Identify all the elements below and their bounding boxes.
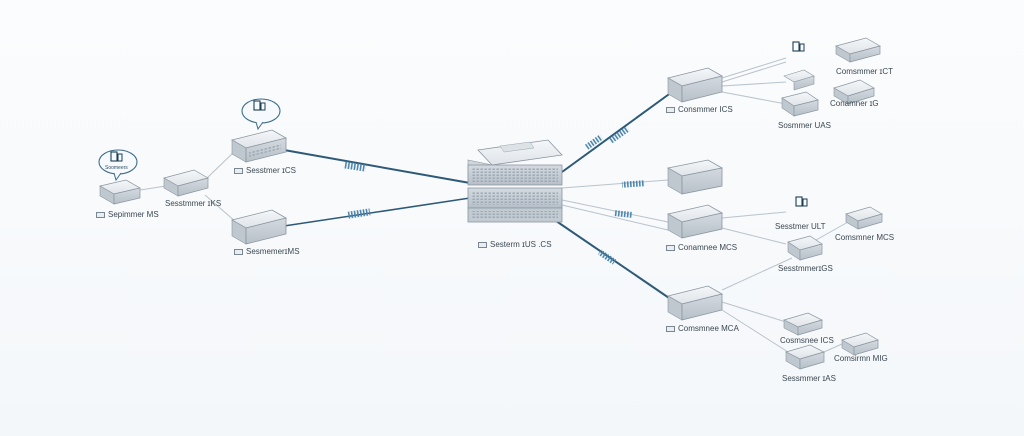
switch-mini-icon	[666, 325, 675, 332]
core-switch-label: Sesterm ɪUS .CS	[478, 240, 552, 249]
link-leafc-to-leafb	[815, 221, 849, 241]
right-mid-switch-b-label: Conamnee MCS	[666, 243, 737, 252]
cable-markers	[343, 126, 645, 265]
callout-bubble-left-far: Soomeers	[98, 149, 138, 182]
right-top-leaf-c-device	[781, 91, 819, 117]
link-core-to-mid-a	[561, 179, 669, 189]
link-low-to-leaf-a	[721, 301, 787, 323]
callout-text: Soomeers	[105, 165, 128, 171]
right-mid-leaf-c-device	[787, 235, 823, 261]
cable-marker	[347, 208, 371, 219]
right-top-small-device	[783, 69, 815, 91]
link-far-to-mid	[139, 185, 167, 191]
phone-icon	[110, 151, 118, 162]
phone-icon-top	[792, 41, 805, 52]
right-top-leaf-a-device	[835, 37, 881, 63]
link-core-to-right-top	[561, 91, 673, 173]
cable-marker	[597, 249, 617, 265]
link-leafc-to-leafb-low	[823, 343, 843, 353]
switch-mini-icon	[96, 211, 105, 218]
right-low-leaf-a-label: Cosmsnee ICS	[780, 336, 834, 345]
cable-marker	[343, 161, 367, 172]
left-mid-device-label: Sesstmmer ɪKS	[165, 199, 222, 208]
left-upper-switch-label: Sesstmer ɪCS	[234, 166, 296, 175]
link-top-to-leaf-b	[721, 81, 787, 87]
right-low-leaf-b-label: Comsirmn MIG	[834, 354, 888, 363]
link-low-to-leaf-c	[721, 309, 789, 353]
phone-icon-mid	[795, 196, 808, 207]
right-top-leaf-c-label: Sosmmer UAS	[778, 121, 831, 130]
core-switch	[467, 139, 563, 223]
cable-marker	[613, 210, 633, 218]
right-top-leaf-b-label: Conamner ɪG	[830, 99, 879, 108]
right-low-leaf-a-device	[783, 312, 823, 336]
left-far-device	[99, 179, 141, 205]
link-left-lower-to-core	[283, 197, 471, 227]
phone-icon	[795, 196, 803, 207]
link-top-to-leaf-a2	[721, 61, 787, 83]
right-top-switch	[666, 67, 724, 103]
right-low-switch	[666, 285, 724, 321]
right-low-leaf-c-label: Sessmmer ɪAS	[782, 374, 836, 383]
cable-marker	[608, 126, 630, 144]
left-lower-switch	[230, 209, 288, 245]
right-low-switch-label: Comsmnee MCA	[666, 324, 739, 333]
right-low-leaf-b-device	[841, 332, 879, 356]
switch-mini-icon	[478, 241, 487, 248]
left-mid-device	[163, 169, 209, 197]
callout-bubble-left-upper	[241, 98, 281, 131]
left-upper-switch	[230, 129, 288, 163]
right-top-switch-label: Consmmer ICS	[666, 105, 733, 114]
link-top-to-leaf-c	[721, 91, 787, 105]
right-top-leaf-a-label: Comsmmer ɪCT	[836, 67, 894, 76]
right-mid-leaf-b-label: Comsmner MCS	[835, 233, 895, 242]
right-mid-switch-b	[666, 204, 724, 239]
branch-links	[139, 57, 849, 353]
link-mid-to-left-upper	[204, 149, 237, 181]
link-low-to-leafc2	[721, 257, 793, 291]
link-left-upper-to-core	[283, 149, 471, 184]
phone-icon	[253, 100, 261, 111]
right-mid-leaf-a-label: Sesstmer ULT	[775, 222, 826, 231]
link-mid-to-leaf-c	[721, 227, 787, 245]
link-top-to-leaf-a	[721, 57, 787, 79]
left-far-device-label: Sepimmer MS	[96, 210, 159, 219]
link-core-to-mid-b2	[561, 204, 669, 231]
link-mid-to-leaf-a	[721, 211, 787, 219]
phone-icon	[792, 41, 800, 52]
right-mid-switch-a	[666, 159, 724, 195]
right-mid-leaf-c-label: SesstmmerɪGS	[778, 264, 833, 273]
cable-marker	[621, 180, 645, 188]
left-lower-switch-label: SesmemerɪMS	[234, 247, 300, 256]
cable-marker	[584, 134, 604, 150]
switch-mini-icon	[234, 248, 243, 255]
switch-mini-icon	[234, 167, 243, 174]
switch-mini-icon	[666, 106, 675, 113]
right-mid-leaf-b-device	[845, 206, 883, 230]
right-low-leaf-c-device	[785, 344, 825, 370]
link-mid-to-left-lower	[204, 194, 237, 223]
switch-mini-icon	[666, 244, 675, 251]
right-top-leaf-b-device	[833, 79, 875, 105]
